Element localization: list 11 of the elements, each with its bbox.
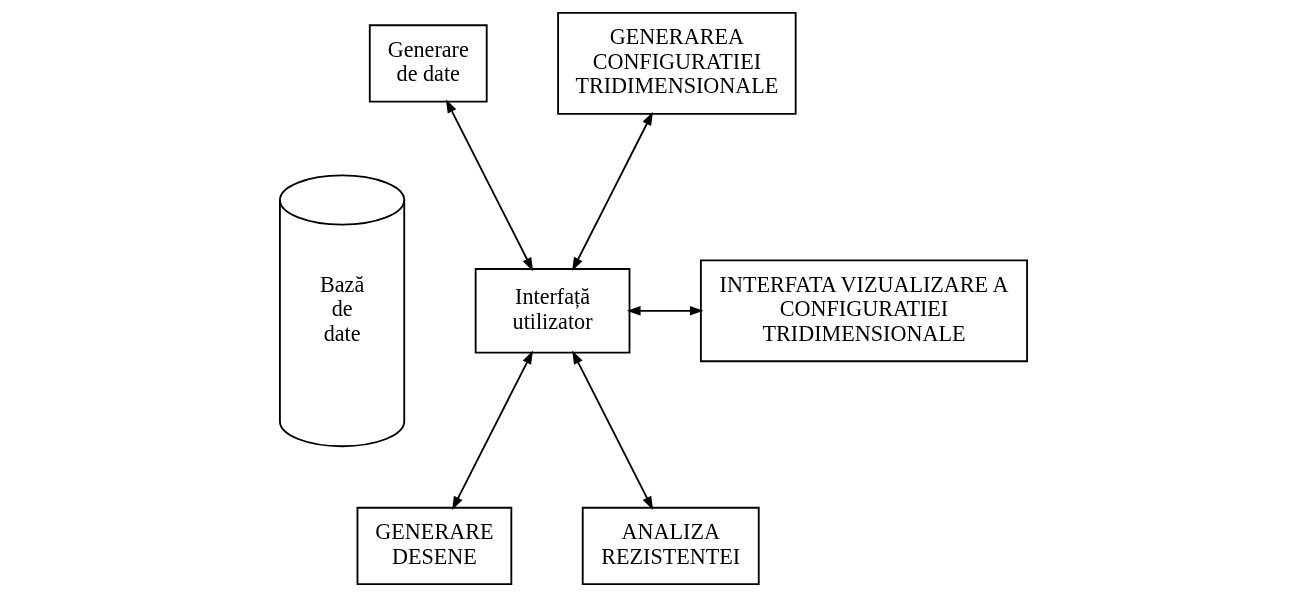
arrow: [627, 306, 704, 316]
arrow: [572, 111, 653, 272]
node-box: Interfață utilizator: [474, 268, 631, 354]
arrow: [452, 350, 533, 510]
node-box: GENERARE DESENE: [356, 506, 513, 585]
node-box: INTERFATA VIZUALIZARE A CONFIGURATIEI TRIDIMENSIONALE: [699, 259, 1028, 363]
arrow: [445, 99, 534, 272]
node-box: Generare de date: [368, 24, 488, 103]
node-box: GENERAREA CONFIGURATIEI TRIDIMENSIONALE: [557, 12, 797, 115]
arrow: [572, 350, 654, 510]
node-box: ANALIZA REZISTENTEI: [581, 506, 760, 585]
